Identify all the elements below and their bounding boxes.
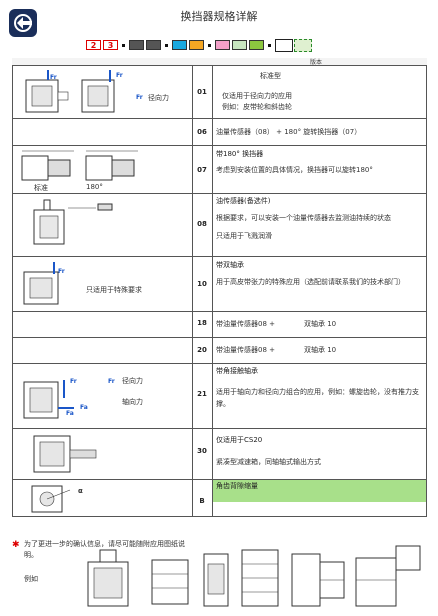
row-desc: 油量传感器（08） + 180° 旋转换挡器（07） — [216, 128, 362, 136]
row-desc: 适用于轴向力和径向力组合的应用，例如：螺旋齿轮，没有推力支撑。 — [216, 388, 419, 408]
table-header — [12, 58, 427, 66]
row-title: 带角接触轴承 — [216, 367, 258, 375]
side-label: 只适用于特殊要求 — [86, 286, 142, 294]
force-label: Fr — [136, 94, 143, 101]
oil-sensor-drawing — [33, 199, 113, 245]
gearbox-drawing — [21, 150, 74, 181]
code-box-2: 3 — [103, 40, 118, 50]
row-number: B — [199, 497, 205, 505]
row-number: 06 — [197, 128, 207, 136]
option-selector: 2 3 — [86, 38, 313, 52]
example-drawing — [291, 553, 345, 607]
row-title: 角齿背隙缩量 — [213, 480, 426, 502]
company-logo — [9, 9, 37, 37]
row-line — [12, 145, 427, 146]
separator-dot — [122, 43, 125, 47]
gearbox-drawing — [23, 262, 59, 305]
col-line — [192, 66, 193, 516]
force-label: Fr — [70, 378, 77, 385]
color-box — [232, 40, 247, 50]
separator-dot — [165, 43, 168, 47]
row-number: 08 — [197, 220, 207, 228]
gearbox-drawing — [33, 435, 97, 473]
arrows-icon — [275, 38, 293, 52]
row-number: 21 — [197, 390, 207, 398]
example-label: 例如 — [24, 575, 38, 583]
row-number: 10 — [197, 280, 207, 288]
side-label: 轴向力 — [122, 398, 143, 406]
page-title: 换挡器规格详解 — [180, 10, 258, 23]
force-label: Fa — [80, 404, 88, 411]
force-label: Fr — [58, 268, 65, 275]
row-desc: 双轴承 10 — [304, 320, 337, 328]
row-title: 油传感器(备选件) — [216, 197, 271, 205]
example-drawing — [355, 545, 421, 607]
gearbox-drawing — [85, 150, 138, 181]
gearbox-drawing — [81, 70, 115, 113]
row-line — [12, 428, 427, 429]
footnote: 为了更进一步的确认信息，请尽可能随附应用图纸说明。 — [24, 540, 185, 559]
color-box — [172, 40, 187, 50]
separator-dot — [268, 43, 271, 47]
row-number: 07 — [197, 166, 207, 174]
row-desc: 用于高皮带张力的特殊应用（选配前请联系我们的技术部门） — [216, 278, 405, 286]
separator-dot — [208, 43, 211, 47]
side-label: 径向力 — [148, 94, 169, 102]
gearbox-drawing — [25, 70, 69, 113]
col-line — [212, 66, 213, 516]
arrows-dashed-icon — [294, 38, 312, 52]
row-desc: 例如：皮带轮和斜齿轮 — [222, 103, 292, 111]
row-title: 带180° 换挡器 — [216, 150, 264, 158]
color-box — [129, 40, 144, 50]
row-title: 带双轴承 — [216, 261, 244, 269]
row-desc: 只适用于飞溅润滑 — [216, 232, 272, 240]
row-line — [12, 118, 427, 119]
example-drawing — [241, 549, 279, 607]
caption: 标准 — [34, 184, 48, 192]
backlash-drawing — [31, 485, 71, 513]
row-desc: 带油量传感器08 + — [216, 346, 275, 354]
side-label: 径向力 — [122, 377, 143, 385]
row-line — [12, 337, 427, 338]
gearbox-drawing — [23, 380, 74, 419]
color-box — [215, 40, 230, 50]
color-box — [249, 40, 264, 50]
example-drawing — [203, 553, 229, 607]
example-drawing — [87, 549, 129, 607]
row-desc: 根据要求，可以安装一个油量传感器去监测油持续的状态 — [216, 214, 391, 222]
row-number: 18 — [197, 319, 207, 327]
row-line — [12, 256, 427, 257]
row-title: 标准型 — [260, 72, 281, 80]
row-desc: 带油量传感器08 + — [216, 320, 275, 328]
force-label: Fr — [108, 378, 115, 385]
row-line — [12, 311, 427, 312]
asterisk-icon: ✱ — [12, 540, 20, 550]
caption: 180° — [86, 183, 103, 191]
row-desc: 双轴承 10 — [304, 346, 337, 354]
row-number: 01 — [197, 88, 207, 96]
row-line — [12, 363, 427, 364]
force-label: Fa — [66, 410, 74, 417]
angle-symbol: α — [78, 487, 83, 495]
row-number: 20 — [197, 346, 207, 354]
force-label: Fr — [116, 72, 123, 79]
code-box-1: 2 — [86, 40, 101, 50]
row-line — [12, 479, 427, 480]
color-box — [146, 40, 161, 50]
row-line — [12, 193, 427, 194]
row-desc: 仅适用于径向力的应用 — [222, 92, 292, 100]
color-box — [189, 40, 204, 50]
row-title: 仅适用于CS20 — [216, 436, 263, 444]
header-label: 版本 — [310, 59, 323, 66]
example-drawing — [151, 559, 189, 605]
force-label: Fr — [50, 74, 57, 81]
row-number: 30 — [197, 447, 207, 455]
row-desc: 考虑到安装位置的具体情况，换挡器可以旋转180° — [216, 166, 373, 174]
row-desc: 紧凑型减速箱，同轴轴式输出方式 — [216, 458, 321, 466]
